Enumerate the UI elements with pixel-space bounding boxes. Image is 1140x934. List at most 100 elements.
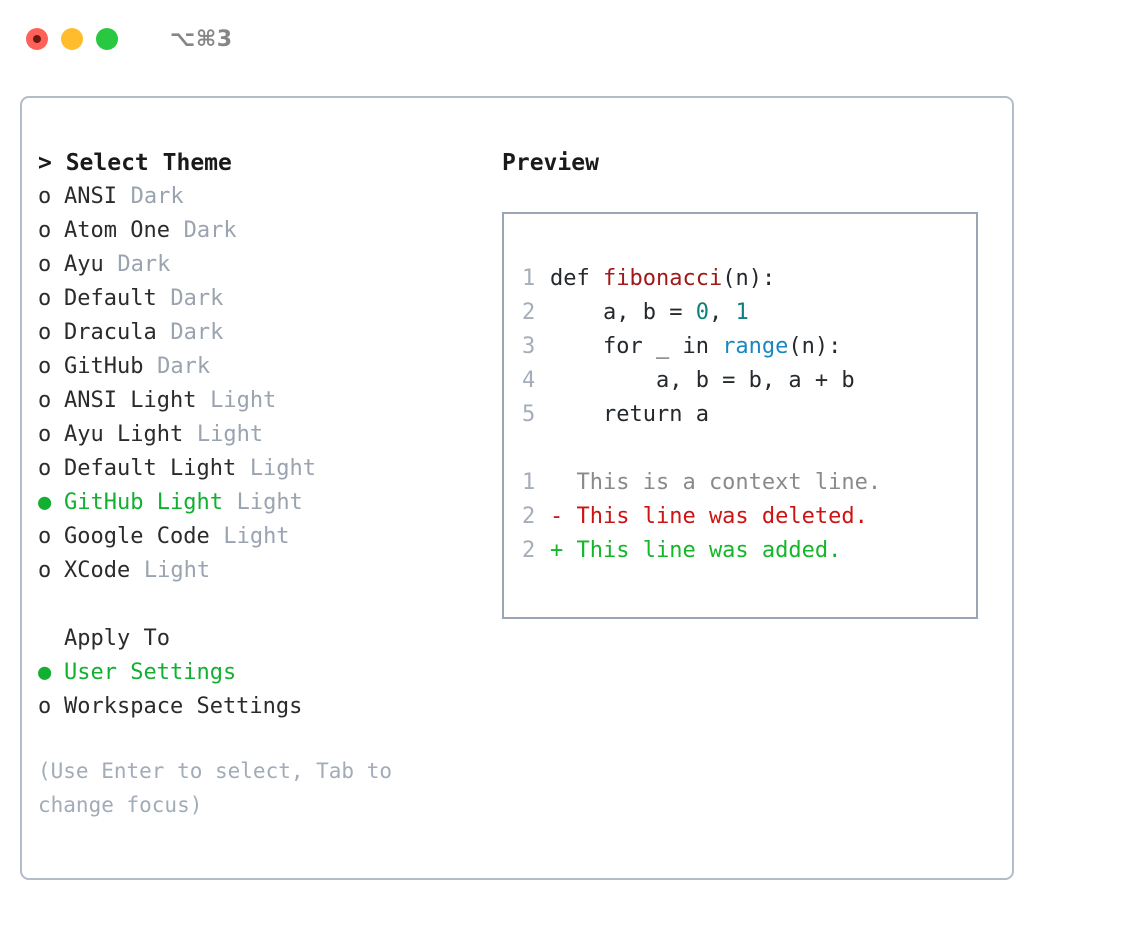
radio-empty-icon: o bbox=[38, 422, 52, 447]
radio-empty-icon: o bbox=[38, 456, 52, 481]
code-token: 0 bbox=[695, 300, 709, 325]
theme-option-label: Ayu Light bbox=[64, 422, 184, 447]
line-number: 1 bbox=[522, 266, 536, 291]
apply-to-label: Apply To bbox=[64, 626, 170, 651]
theme-option-2[interactable]: o Ayu Dark bbox=[38, 248, 488, 282]
theme-option-label: ANSI Light bbox=[64, 388, 197, 413]
theme-option-10[interactable]: o Google Code Light bbox=[38, 520, 488, 554]
line-number: 2 bbox=[522, 538, 536, 563]
theme-option-9[interactable]: ● GitHub Light Light bbox=[38, 486, 488, 520]
code-token: return a bbox=[550, 402, 709, 427]
preview-title: Preview bbox=[502, 150, 599, 176]
code-token: This is a context line. bbox=[550, 470, 882, 495]
theme-option-3[interactable]: o Default Dark bbox=[38, 282, 488, 316]
keyboard-shortcut-label: ⌥⌘3 bbox=[170, 26, 233, 52]
apply-to-option-0[interactable]: ● User Settings bbox=[38, 656, 488, 690]
theme-option-7[interactable]: o Ayu Light Light bbox=[38, 418, 488, 452]
theme-option-category: Light bbox=[236, 490, 303, 515]
theme-option-4[interactable]: o Dracula Dark bbox=[38, 316, 488, 350]
diff-line-2: 2 + This line was added. bbox=[522, 534, 976, 568]
code-token: , bbox=[708, 300, 736, 325]
theme-option-category: Dark bbox=[170, 320, 224, 345]
code-token: (n): bbox=[722, 266, 776, 291]
theme-option-label: GitHub bbox=[64, 354, 144, 379]
theme-option-category: Light bbox=[223, 524, 290, 549]
line-number: 2 bbox=[522, 300, 536, 325]
line-number: 2 bbox=[522, 504, 536, 529]
radio-empty-icon: o bbox=[38, 320, 52, 345]
theme-option-label: Dracula bbox=[64, 320, 157, 345]
diff-block: 1 This is a context line. 2 - This line wa… bbox=[522, 466, 976, 568]
title-bar: ⌥⌘3 bbox=[0, 0, 1140, 78]
radio-selected-icon: ● bbox=[38, 660, 52, 685]
code-token: range bbox=[722, 334, 789, 359]
code-token: + This line was added. bbox=[550, 538, 842, 563]
theme-option-category: Dark bbox=[170, 286, 224, 311]
radio-empty-icon: o bbox=[38, 388, 52, 413]
code-line-0: 1 def fibonacci(n): bbox=[522, 262, 976, 296]
theme-option-category: Light bbox=[249, 456, 317, 481]
list-spacer bbox=[38, 588, 488, 622]
code-line-1: 2 a, b = 0, 1 bbox=[522, 296, 976, 330]
apply-to-option-1[interactable]: o Workspace Settings bbox=[38, 690, 488, 724]
keyboard-hint-text: (Use Enter to select, Tab to change focu… bbox=[38, 759, 393, 817]
zoom-button[interactable] bbox=[96, 28, 118, 50]
minimize-button[interactable] bbox=[61, 28, 83, 50]
theme-option-11[interactable]: o XCode Light bbox=[38, 554, 488, 588]
line-number: 4 bbox=[522, 368, 536, 393]
theme-option-category: Light bbox=[196, 422, 264, 447]
radio-selected-icon: ● bbox=[38, 490, 52, 515]
radio-empty-icon: o bbox=[38, 218, 52, 243]
radio-empty-icon: o bbox=[38, 354, 52, 379]
code-line-3: 4 a, b = b, a + b bbox=[522, 364, 976, 398]
line-number: 3 bbox=[522, 334, 536, 359]
theme-picker-header: > Select Theme bbox=[38, 150, 232, 176]
theme-option-label: Ayu bbox=[64, 252, 104, 277]
theme-option-category: Light bbox=[143, 558, 211, 583]
code-token: - This line was deleted. bbox=[550, 504, 868, 529]
line-number: 5 bbox=[522, 402, 536, 427]
theme-option-label: XCode bbox=[64, 558, 131, 583]
code-token: def bbox=[550, 266, 603, 291]
theme-option-label: ANSI bbox=[64, 184, 117, 209]
code-diff-gap bbox=[522, 432, 976, 466]
apply-to-list[interactable]: ● User Settings o Workspace Settings bbox=[38, 656, 488, 724]
theme-option-5[interactable]: o GitHub Dark bbox=[38, 350, 488, 384]
theme-option-label: Default Light bbox=[64, 456, 237, 481]
code-token: a, b = b, a + b bbox=[550, 368, 855, 393]
theme-option-8[interactable]: o Default Light Light bbox=[38, 452, 488, 486]
radio-empty-icon: o bbox=[38, 286, 52, 311]
theme-option-label: Google Code bbox=[64, 524, 210, 549]
radio-empty-icon: o bbox=[38, 558, 52, 583]
radio-empty-icon: o bbox=[38, 184, 52, 209]
line-number: 1 bbox=[522, 470, 536, 495]
code-token: 1 bbox=[735, 300, 749, 325]
traffic-light-buttons bbox=[26, 28, 118, 50]
radio-empty-icon: o bbox=[38, 694, 52, 719]
diff-line-0: 1 This is a context line. bbox=[522, 466, 976, 500]
theme-option-label: Default bbox=[64, 286, 157, 311]
radio-empty-icon: o bbox=[38, 524, 52, 549]
theme-option-label: Atom One bbox=[64, 218, 170, 243]
theme-option-category: Dark bbox=[117, 252, 171, 277]
theme-option-category: Light bbox=[210, 388, 277, 413]
theme-option-category: Dark bbox=[157, 354, 211, 379]
apply-to-option-label: Workspace Settings bbox=[64, 694, 303, 719]
code-token: fibonacci bbox=[602, 266, 723, 291]
radio-empty-icon: o bbox=[38, 252, 52, 277]
theme-option-label: GitHub Light bbox=[64, 490, 223, 515]
close-button[interactable] bbox=[26, 28, 48, 50]
theme-option-6[interactable]: o ANSI Light Light bbox=[38, 384, 488, 418]
apply-to-option-label: User Settings bbox=[64, 660, 237, 685]
code-token: (n): bbox=[788, 334, 842, 359]
diff-line-1: 2 - This line was deleted. bbox=[522, 500, 976, 534]
code-token: for _ in bbox=[550, 334, 723, 359]
code-line-4: 5 return a bbox=[522, 398, 976, 432]
